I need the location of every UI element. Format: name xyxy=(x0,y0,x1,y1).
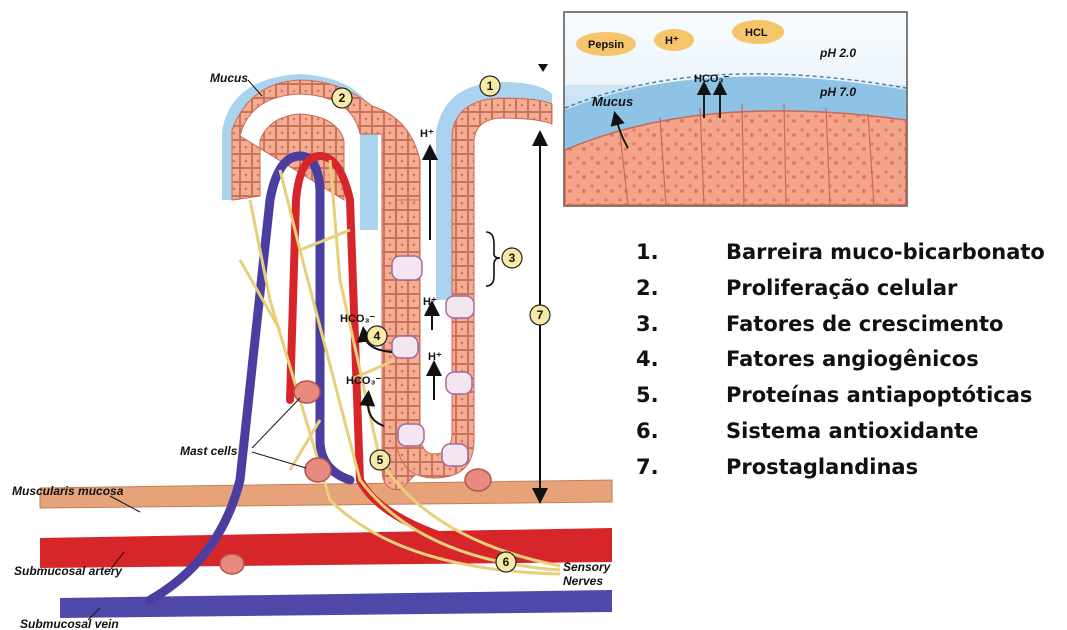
sensory-nerves-label-line1: Sensory xyxy=(563,560,612,574)
marker-2: 2 xyxy=(332,88,352,108)
legend-item: 3. Fatores de crescimento xyxy=(636,312,1061,348)
marker-6-label: 6 xyxy=(503,555,510,569)
marker-5: 5 xyxy=(370,450,390,470)
inset-hco3-label: HCO₃⁻ xyxy=(694,73,730,85)
mucus-barrier-inset: Pepsin H⁺ HCL pH 2.0 pH 7.0 HCO₃⁻ Mucus xyxy=(564,12,907,206)
legend-item-text: Fatores de crescimento xyxy=(726,312,1061,336)
marker-2-label: 2 xyxy=(339,91,346,105)
mucus-label: Mucus xyxy=(210,71,248,85)
legend-item-text: Prostaglandinas xyxy=(726,455,1061,479)
legend-item-text: Sistema antioxidante xyxy=(726,419,1061,443)
marker-3: 3 xyxy=(502,248,522,268)
h-plus-label-mid: H⁺ xyxy=(423,296,437,308)
mast-cells-label: Mast cells xyxy=(180,444,238,458)
legend-item-number: 7. xyxy=(636,455,726,479)
marker-1: 1 xyxy=(480,76,500,96)
hco3-label-lower: HCO₃⁻ xyxy=(346,375,382,387)
legend-item: 6. Sistema antioxidante xyxy=(636,419,1061,455)
legend-item-number: 3. xyxy=(636,312,726,336)
submucosal-artery-label: Submucosal artery xyxy=(14,564,123,578)
legend-item: 7. Prostaglandinas xyxy=(636,455,1061,491)
marker-4: 4 xyxy=(367,326,387,346)
marker-7-label: 7 xyxy=(537,308,544,322)
legend-item: 5. Proteínas antiapoptóticas xyxy=(636,383,1061,419)
legend-item: 2. Proliferação celular xyxy=(636,276,1061,312)
marker-4-label: 4 xyxy=(374,329,381,343)
marker-5-label: 5 xyxy=(377,453,384,467)
legend-item-text: Proteínas antiapoptóticas xyxy=(726,383,1061,407)
submucosal-artery-band xyxy=(40,528,612,568)
legend-item-number: 1. xyxy=(636,240,726,264)
inset-pepsin-label: Pepsin xyxy=(588,39,624,51)
inset-ph-top-label: pH 2.0 xyxy=(819,46,856,60)
marker-6: 6 xyxy=(496,552,516,572)
legend-item-number: 2. xyxy=(636,276,726,300)
inset-ph-bottom-label: pH 7.0 xyxy=(819,85,856,99)
inset-hcl-label: HCL xyxy=(745,27,768,39)
marker-3-label: 3 xyxy=(509,251,516,265)
h-plus-label-top: H⁺ xyxy=(420,128,434,140)
legend-item-number: 5. xyxy=(636,383,726,407)
legend-item: 4. Fatores angiogênicos xyxy=(636,347,1061,383)
inset-h-plus-label: H⁺ xyxy=(665,35,679,47)
legend-list: 1. Barreira muco-bicarbonato 2. Prolifer… xyxy=(636,240,1061,491)
epithelium-right-fold xyxy=(396,98,552,478)
muscularis-mucosa-label: Muscularis mucosa xyxy=(12,484,124,498)
marker-7: 7 xyxy=(530,305,550,325)
submucosal-vein-label: Submucosal vein xyxy=(20,617,119,630)
legend-item-text: Fatores angiogênicos xyxy=(726,347,1061,371)
inset-mucus-label: Mucus xyxy=(592,94,633,109)
marker-1-label: 1 xyxy=(487,79,494,93)
legend-item-text: Barreira muco-bicarbonato xyxy=(726,240,1061,264)
legend-item-number: 4. xyxy=(636,347,726,371)
sensory-nerves-label-line2: Nerves xyxy=(563,574,603,588)
legend-item-text: Proliferação celular xyxy=(726,276,1061,300)
h-plus-label-low: H⁺ xyxy=(428,351,442,363)
hco3-label-upper: HCO₃⁻ xyxy=(340,313,376,325)
inset-pointer xyxy=(538,64,548,72)
submucosal-vein-band xyxy=(60,590,612,618)
legend-item: 1. Barreira muco-bicarbonato xyxy=(636,240,1061,276)
legend-item-number: 6. xyxy=(636,419,726,443)
